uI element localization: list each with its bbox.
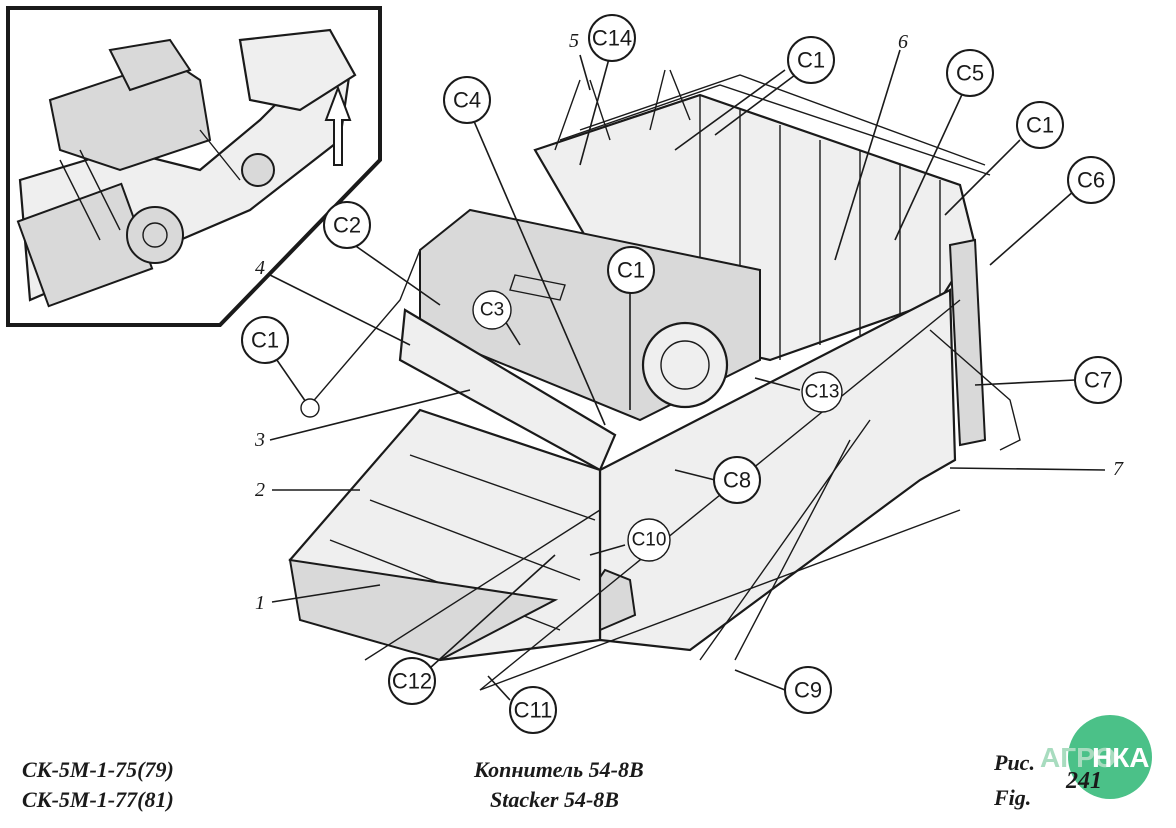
callout-label: C6 xyxy=(1077,168,1105,193)
callout-c1-hub: C1 xyxy=(300,398,320,418)
figure-caption-ru: Копнитель 54-8В xyxy=(474,757,644,782)
callout-label: C1 xyxy=(251,328,279,353)
inset-arrow xyxy=(324,85,352,166)
callout-label: C13 xyxy=(805,382,840,403)
callout-label: C3 xyxy=(480,300,504,321)
model-code-1: СК-5М-1-75(79) xyxy=(22,757,174,782)
callout-c1-top: C1 xyxy=(787,36,835,84)
position-label-1: 1 xyxy=(255,592,265,614)
callout-label: C9 xyxy=(794,678,822,703)
combine-sketch xyxy=(16,28,357,308)
callout-c1-left: C1 xyxy=(241,316,289,364)
position-label-6: 6 xyxy=(898,31,908,53)
position-label-2: 2 xyxy=(255,479,265,501)
logo-text-left: АГРО xyxy=(1040,742,1116,773)
callout-c3: C3 xyxy=(472,290,512,330)
callout-label: C4 xyxy=(453,88,481,113)
stacker-main-drawing xyxy=(288,69,1021,691)
position-label-7: 7 xyxy=(1113,458,1124,480)
figure-number: 241 xyxy=(1066,768,1102,794)
callout-label: C11 xyxy=(514,698,553,723)
figure-label-ru: Рис. xyxy=(994,750,1035,775)
callout-c14: C14 xyxy=(588,14,636,62)
callout-c8: C8 xyxy=(713,456,761,504)
callout-c5: C5 xyxy=(946,49,994,97)
figure-caption-en: Stacker 54-8B xyxy=(490,787,619,812)
callout-label: C10 xyxy=(632,530,667,551)
callout-label: C8 xyxy=(723,468,751,493)
figure-label-en: Fig. xyxy=(994,785,1032,810)
callout-label: C5 xyxy=(956,61,984,86)
position-label-4: 4 xyxy=(255,257,265,279)
callout-c2: C2 xyxy=(323,201,371,249)
callout-label: C1 xyxy=(617,258,645,283)
position-label-3: 3 xyxy=(254,429,265,451)
leader-lines xyxy=(269,49,1106,701)
callout-c6: C6 xyxy=(1067,156,1115,204)
callout-c7: C7 xyxy=(1074,356,1122,404)
callout-c4: C4 xyxy=(443,76,491,124)
callout-c10: C10 xyxy=(627,518,671,562)
callout-c1-upper-right: C1 xyxy=(1016,101,1064,149)
model-code-2: СК-5М-1-77(81) xyxy=(22,787,174,812)
callout-label: C12 xyxy=(392,669,432,694)
callout-label: C1 xyxy=(1026,113,1054,138)
callout-label: C7 xyxy=(1084,368,1112,393)
callout-c12: C12 xyxy=(388,657,436,705)
callout-c9: C9 xyxy=(784,666,832,714)
callout-label: C2 xyxy=(333,213,361,238)
position-label-5: 5 xyxy=(569,30,579,52)
inset-combine-overview xyxy=(6,6,382,327)
callout-label: C1 xyxy=(797,48,825,73)
callout-c13: C13 xyxy=(801,371,843,413)
agronka-logo: АГРО НКА xyxy=(1040,715,1152,799)
callout-c11: C11 xyxy=(509,686,557,734)
logo-text-right: НКА xyxy=(1092,742,1150,773)
callout-label: C14 xyxy=(592,26,632,51)
callout-c1-center: C1 xyxy=(607,246,655,294)
